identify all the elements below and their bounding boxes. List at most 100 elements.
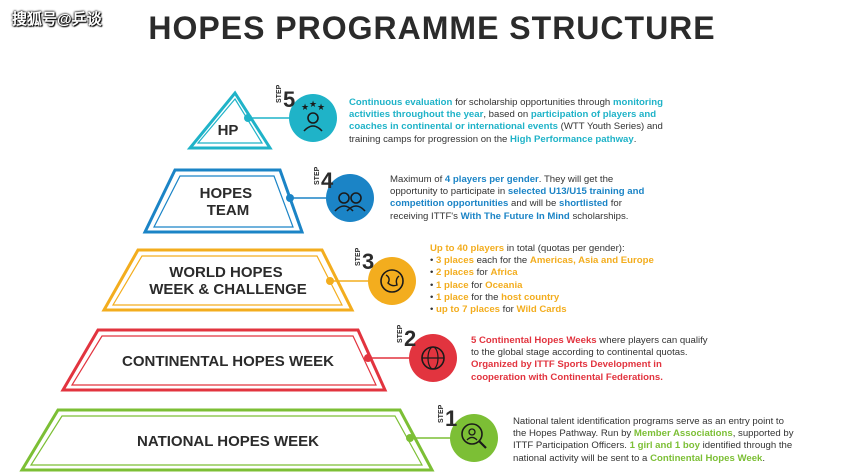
level-world-step-number: 3 bbox=[362, 249, 374, 274]
plain-text: . They will get the bbox=[538, 174, 614, 185]
highlight-text: competition opportunities bbox=[390, 198, 509, 210]
highlight-text: Up to 40 players bbox=[430, 243, 505, 254]
level-national: NATIONAL HOPES WEEK STEP 1 bbox=[19, 404, 498, 472]
level-continental-name: CONTINENTAL HOPES WEEK bbox=[122, 353, 334, 370]
level-national-description: National talent identification programs … bbox=[513, 416, 794, 465]
plain-text: identified through the bbox=[699, 440, 793, 452]
description-line: Organized by ITTF Sports Development in bbox=[471, 359, 708, 371]
level-team-icon-circle bbox=[326, 174, 374, 222]
highlight-text: Oceania bbox=[485, 279, 523, 291]
level-continental-description: 5 Continental Hopes Weeks where players … bbox=[471, 335, 708, 384]
highlight-text: 1 girl and 1 boy bbox=[629, 440, 700, 452]
highlight-text: Member Associations bbox=[633, 428, 733, 440]
description-line: competition opportunities and will be sh… bbox=[390, 198, 644, 210]
description-line: 5 Continental Hopes Weeks where players … bbox=[471, 335, 708, 347]
plain-text: national activity will be sent to a bbox=[513, 452, 651, 464]
level-hp-step-label: STEP bbox=[276, 84, 283, 103]
description-line: Continuous evaluation for scholarship op… bbox=[349, 97, 663, 109]
level-team: HOPES TEAM STEP 4 bbox=[142, 166, 374, 234]
plain-text: opportunity to participate in bbox=[390, 186, 508, 198]
highlight-text: activities throughout the year bbox=[349, 109, 484, 121]
description-line: national activity will be sent to a Cont… bbox=[513, 453, 794, 465]
svg-text:★: ★ bbox=[309, 99, 317, 109]
plain-text: scholarships. bbox=[569, 210, 629, 222]
highlight-text: With The Future In Mind bbox=[460, 210, 570, 222]
highlight-text: 4 players per gender bbox=[444, 174, 539, 185]
level-continental-step-label: STEP bbox=[397, 324, 404, 343]
plain-text: receiving ITTF's bbox=[390, 210, 461, 222]
level-continental-shape bbox=[60, 328, 388, 392]
highlight-text: coaches in continental or international … bbox=[349, 121, 558, 133]
description-line: Maximum of 4 players per gender. They wi… bbox=[390, 174, 644, 186]
level-world-step-label: STEP bbox=[355, 247, 362, 266]
highlight-text: 1 place bbox=[436, 291, 469, 303]
level-team-step-number: 4 bbox=[321, 168, 334, 193]
level-team-name: HOPES TEAM bbox=[200, 185, 257, 219]
description-line: ITTF Participation Officers. 1 girl and … bbox=[513, 440, 794, 452]
plain-text: for bbox=[608, 198, 622, 210]
level-national-shape bbox=[19, 408, 435, 472]
plain-text: in total (quotas per gender): bbox=[504, 243, 625, 254]
level-national-step-label: STEP bbox=[438, 404, 445, 423]
svg-text:★: ★ bbox=[301, 102, 309, 112]
plain-text: • bbox=[430, 279, 437, 291]
level-world-icon-circle bbox=[368, 257, 416, 305]
level-team-step-label: STEP bbox=[314, 166, 321, 185]
level-national-name: NATIONAL HOPES WEEK bbox=[137, 433, 319, 450]
description-line: • 1 place for the host country bbox=[430, 292, 654, 304]
level-hp-name: HP bbox=[218, 122, 239, 139]
plain-text: , based on bbox=[483, 109, 531, 121]
svg-text:★: ★ bbox=[317, 102, 325, 112]
level-hp: HP ★★★ STEP 5 bbox=[186, 84, 337, 150]
description-line: to the global stage according to contine… bbox=[471, 347, 708, 359]
plain-text: • bbox=[430, 304, 437, 316]
description-line: • up to 7 places for Wild Cards bbox=[430, 304, 654, 316]
plain-text: each for the bbox=[473, 255, 530, 267]
magnifier-person-icon bbox=[461, 423, 487, 449]
plain-text: , supported by bbox=[732, 428, 794, 440]
description-line: the Hopes Pathway. Run by Member Associa… bbox=[513, 428, 794, 440]
level-continental-step-number: 2 bbox=[404, 326, 416, 351]
description-line: training camps for progression on the Hi… bbox=[349, 134, 663, 146]
description-line: • 2 places for Africa bbox=[430, 267, 654, 279]
description-line: • 3 places each for the Americas, Asia a… bbox=[430, 255, 654, 267]
level-team-description: Maximum of 4 players per gender. They wi… bbox=[390, 174, 644, 223]
plain-text: to the global stage according to contine… bbox=[471, 347, 688, 359]
plain-text: . bbox=[762, 452, 766, 464]
level-hp-shape bbox=[186, 90, 273, 150]
highlight-text: Wild Cards bbox=[516, 304, 567, 316]
plain-text: ITTF Participation Officers. bbox=[513, 440, 630, 452]
description-line: opportunity to participate in selected U… bbox=[390, 186, 644, 198]
level-national-step-number: 1 bbox=[445, 406, 457, 431]
plain-text: . bbox=[633, 133, 637, 145]
plain-text: for bbox=[500, 304, 517, 316]
highlight-text: 3 places bbox=[436, 255, 474, 267]
highlight-text: 2 places bbox=[436, 267, 474, 279]
level-world-description: Up to 40 players in total (quotas per ge… bbox=[430, 243, 654, 316]
description-line: activities throughout the year, based on… bbox=[349, 109, 663, 121]
plain-text: training camps for progression on the bbox=[349, 133, 511, 145]
plain-text: where players can qualify bbox=[596, 335, 708, 346]
level-hp-step-number: 5 bbox=[283, 87, 295, 112]
highlight-text: cooperation with Continental Federations… bbox=[471, 371, 663, 383]
highlight-text: Organized by ITTF Sports Development in bbox=[471, 359, 662, 371]
page-title: HOPES PROGRAMME STRUCTURE bbox=[148, 10, 716, 46]
plain-text: and will be bbox=[508, 198, 559, 210]
highlight-text: 5 Continental Hopes Weeks bbox=[471, 335, 597, 346]
plain-text: for bbox=[473, 267, 491, 279]
level-world: WORLD HOPES WEEK & CHALLENGE STEP 3 bbox=[101, 247, 416, 312]
plain-text: • bbox=[430, 267, 437, 279]
watermark: 搜狐号@乒谈 bbox=[12, 11, 102, 28]
highlight-text: Americas, Asia and Europe bbox=[529, 255, 654, 267]
description-line: cooperation with Continental Federations… bbox=[471, 372, 708, 384]
plain-text: National talent identification programs … bbox=[513, 416, 784, 427]
highlight-text: Continuous evaluation bbox=[349, 97, 453, 108]
highlight-text: 1 place bbox=[436, 279, 469, 291]
description-line: receiving ITTF's With The Future In Mind… bbox=[390, 211, 644, 223]
continent-globe-icon bbox=[421, 346, 445, 370]
highlight-text: Continental Hopes Week bbox=[650, 452, 763, 464]
plain-text: • bbox=[430, 291, 437, 303]
level-hp-icon-circle bbox=[289, 94, 337, 142]
highlight-text: High Performance pathway bbox=[510, 133, 634, 145]
